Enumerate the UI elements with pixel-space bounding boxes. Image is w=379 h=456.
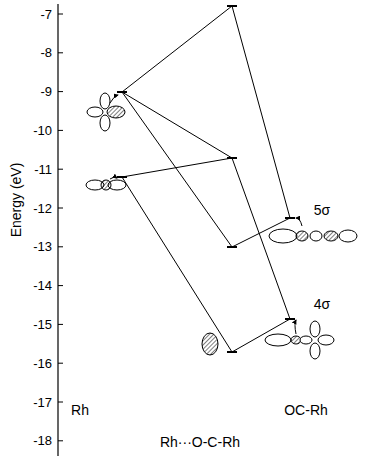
energy-levels xyxy=(117,6,295,352)
rh-d-orbital xyxy=(87,93,125,131)
axis-tick-label: -7 xyxy=(40,8,52,21)
rh-sigma-orbital xyxy=(86,177,126,190)
axis-tick-label: -16 xyxy=(33,357,52,370)
axis-tick-label: -18 xyxy=(33,434,52,447)
axis-tick-label: -11 xyxy=(34,163,52,176)
energy-axis xyxy=(57,4,58,456)
co-5sigma-orbital xyxy=(269,218,357,243)
orbital-label: 5σ xyxy=(314,203,330,217)
axis-tick-label: -8 xyxy=(40,46,52,59)
axis-title: Energy (eV) xyxy=(9,163,23,238)
axis-tick-label: -13 xyxy=(33,240,52,253)
column-label: Rh xyxy=(71,403,89,417)
co-4sigma-orbital xyxy=(202,320,334,359)
diagram-title: Rh···O-C-Rh xyxy=(160,435,240,449)
axis-ticks xyxy=(58,14,63,441)
column-label: OC-Rh xyxy=(284,403,328,417)
orbital-label: 4σ xyxy=(314,297,330,311)
axis-tick-label: -9 xyxy=(40,85,52,98)
axis-tick-label: -10 xyxy=(33,124,52,137)
axis-tick-label: -12 xyxy=(33,202,52,215)
axis-tick-label: -17 xyxy=(33,396,52,409)
axis-tick-label: -14 xyxy=(33,279,52,292)
axis-tick-label: -15 xyxy=(33,318,52,331)
correlation-lines xyxy=(122,6,290,352)
